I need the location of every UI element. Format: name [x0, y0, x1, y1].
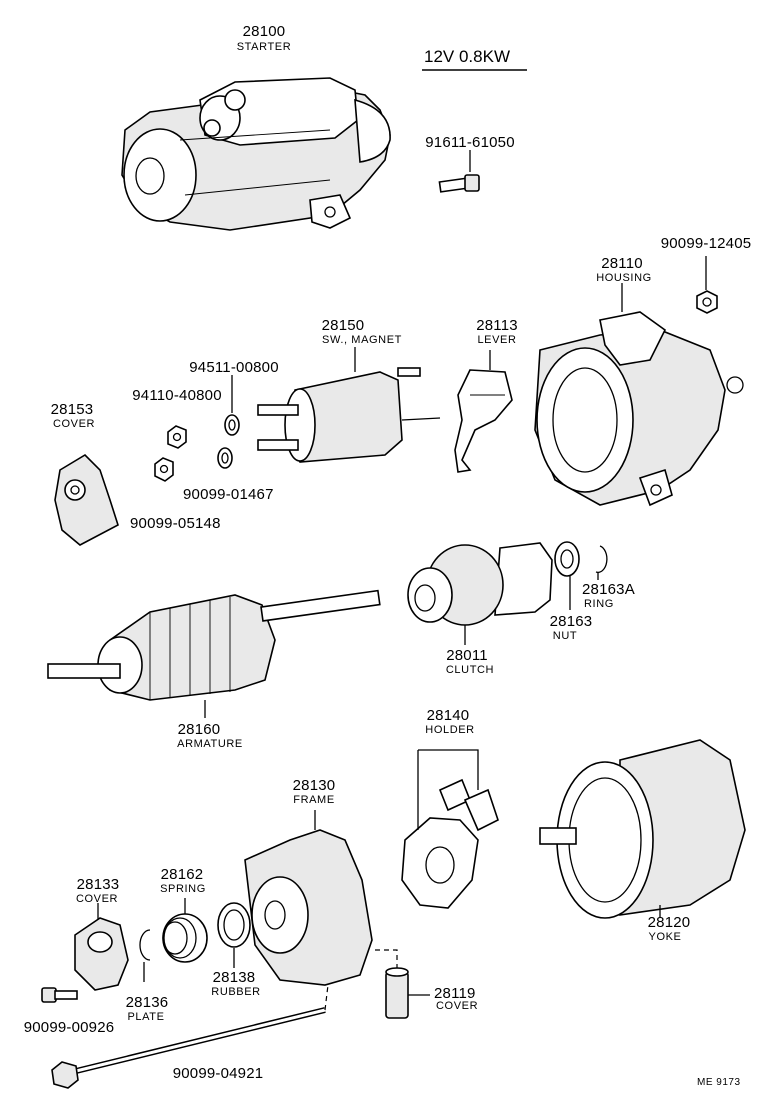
- part-name-rubber: RUBBER: [211, 986, 261, 998]
- part-number-91611-61050: 91611-61050: [425, 134, 515, 151]
- part-name-frame: FRAME: [293, 794, 335, 806]
- part-number-90099-12405: 90099-12405: [660, 235, 752, 252]
- yoke-drawing: [539, 739, 746, 919]
- frame-drawing: [244, 810, 373, 986]
- part-number-28100: 28100: [242, 23, 286, 40]
- part-name-sw-magnet: SW., MAGNET: [322, 334, 402, 346]
- cover-28133-drawing: [74, 903, 129, 991]
- part-number-28153: 28153: [50, 401, 94, 418]
- part-name-spring: SPRING: [160, 883, 206, 895]
- part-name-cover-28119: COVER: [436, 1000, 479, 1012]
- clutch-drawing: [407, 542, 553, 645]
- screw-90099-00926-drawing: [41, 987, 78, 1003]
- part-name-armature: ARMATURE: [177, 738, 243, 750]
- part-number-28011: 28011: [446, 647, 488, 664]
- part-name-lever: LEVER: [477, 334, 517, 346]
- part-number-28138: 28138: [212, 969, 256, 986]
- cover-28119-drawing: [375, 949, 430, 1019]
- part-number-90099-05148: 90099-05148: [130, 515, 221, 532]
- part-name-cover-28153: COVER: [52, 418, 96, 430]
- nut-90099-12405-drawing: [696, 256, 718, 314]
- starter-drawing: [121, 77, 391, 231]
- part-name-plate: PLATE: [127, 1011, 165, 1023]
- part-name-yoke: YOKE: [648, 931, 682, 943]
- part-number-28113: 28113: [476, 317, 518, 334]
- cover-28153-drawing: [54, 453, 119, 546]
- spring-drawing: [162, 898, 208, 963]
- part-number-28120: 28120: [647, 914, 691, 931]
- part-name-nut: NUT: [552, 630, 578, 642]
- part-number-28162: 28162: [160, 866, 204, 883]
- rubber-drawing: [217, 902, 251, 968]
- nut-ring-drawing: [554, 541, 608, 610]
- part-number-28119: 28119: [434, 985, 476, 1002]
- part-number-28163: 28163: [549, 613, 593, 630]
- plate-drawing: [139, 929, 151, 982]
- part-number-90099-01467: 90099-01467: [183, 486, 274, 503]
- part-name-clutch: CLUTCH: [445, 664, 495, 676]
- part-name-starter: STARTER: [236, 41, 292, 53]
- spec-label: 12V 0.8KW: [424, 47, 510, 66]
- part-number-28130: 28130: [292, 777, 336, 794]
- part-number-28163a: 28163A: [582, 581, 635, 598]
- part-name-holder: HOLDER: [425, 724, 475, 736]
- holder-drawing: [401, 749, 499, 909]
- part-name-ring: RING: [584, 598, 614, 610]
- diagram-code: ME 9173: [697, 1077, 741, 1088]
- part-number-28150: 28150: [321, 317, 365, 334]
- part-number-28140: 28140: [426, 707, 470, 724]
- part-number-94511-00800: 94511-00800: [189, 359, 279, 376]
- part-number-94110-40800: 94110-40800: [132, 387, 222, 404]
- part-name-housing: HOUSING: [596, 272, 652, 284]
- small-hardware-drawing: [154, 375, 240, 482]
- part-number-28136: 28136: [125, 994, 169, 1011]
- part-name-cover-28133: COVER: [75, 893, 119, 905]
- armature-drawing: [47, 589, 381, 718]
- bolt-90099-04921-drawing: [51, 984, 329, 1089]
- part-number-28110: 28110: [601, 255, 643, 272]
- part-number-28133: 28133: [76, 876, 120, 893]
- magnet-switch-drawing: [257, 347, 441, 463]
- part-number-90099-00926: 90099-00926: [23, 1019, 115, 1036]
- part-number-28160: 28160: [177, 721, 221, 738]
- housing-drawing: [534, 283, 744, 507]
- bolt-91611-drawing: [438, 150, 480, 193]
- lever-drawing: [454, 350, 513, 473]
- part-number-90099-04921: 90099-04921: [172, 1065, 264, 1082]
